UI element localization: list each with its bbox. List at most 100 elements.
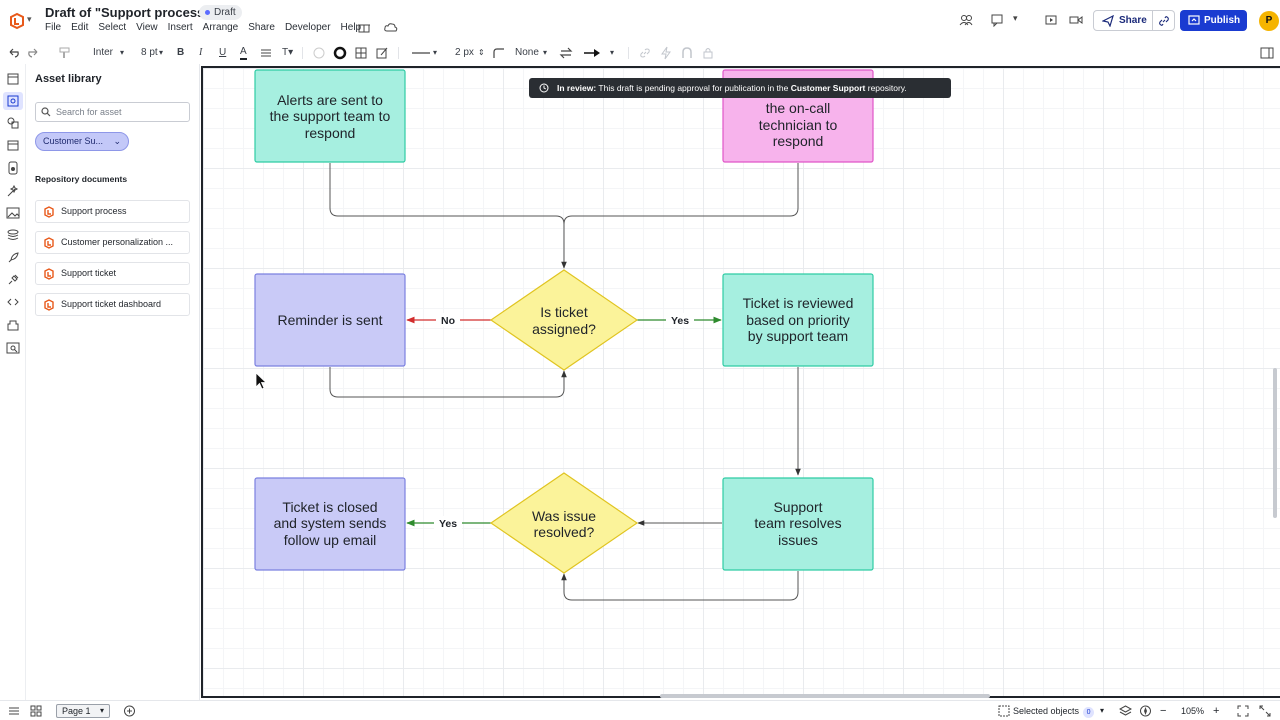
panel-toggle-icon[interactable] [1260,46,1274,60]
image-icon[interactable] [6,206,20,220]
data-icon[interactable] [6,161,20,175]
style-edit-icon[interactable] [375,46,389,60]
menu-arrange[interactable]: Arrange [202,22,239,33]
menu-insert[interactable]: Insert [167,22,193,33]
pages-icon[interactable] [6,72,20,86]
font-family-select[interactable]: Inter [93,47,114,58]
text-color-icon[interactable]: A [240,46,247,60]
integrations-icon[interactable] [6,318,20,332]
node-reviewed[interactable]: Ticket is reviewed based on priority by … [722,273,874,367]
line-width-select[interactable]: 2 px [455,47,474,58]
publish-button[interactable]: Publish [1180,10,1247,31]
plugin-icon[interactable] [6,273,20,287]
link-icon[interactable] [638,46,652,60]
layers-icon[interactable] [1119,704,1132,718]
chevron-down-icon[interactable]: ▾ [159,48,164,57]
align-icon[interactable] [260,46,272,60]
templates-icon[interactable] [6,138,20,152]
chevron-down-icon[interactable]: ▾ [1013,13,1018,23]
shapes-icon[interactable] [6,116,20,130]
underline-icon[interactable]: U [219,47,227,58]
list-item[interactable]: Support ticket dashboard [35,293,190,316]
selection-icon[interactable] [998,704,1010,718]
chevron-down-icon[interactable]: ▾ [543,48,548,57]
menu-select[interactable]: Select [98,22,127,33]
menu-developer[interactable]: Developer [284,22,331,33]
video-icon[interactable] [1069,13,1083,27]
text-options-icon[interactable]: T▾ [282,47,294,58]
list-item[interactable]: Customer personalization ... [35,231,190,254]
decision-resolved[interactable]: Was issue resolved? [489,472,639,574]
gift-icon[interactable] [357,21,371,33]
menu-file[interactable]: File [45,22,62,33]
compass-icon[interactable] [1139,704,1152,718]
list-item[interactable]: Support process [35,200,190,223]
fill-color-icon[interactable] [312,46,326,60]
redo-icon[interactable] [27,46,41,60]
ai-icon[interactable] [6,184,20,198]
bold-icon[interactable]: B [177,47,185,58]
list-item[interactable]: Support ticket [35,262,190,285]
share-button[interactable]: Share [1093,10,1153,31]
line-style-icon[interactable] [411,46,431,60]
connector-style-icon[interactable] [492,46,506,60]
code-icon[interactable] [6,295,20,309]
horizontal-scrollbar[interactable] [660,694,990,698]
stepper-icon[interactable]: ⇕ [478,48,485,57]
menu-view[interactable]: View [136,22,158,33]
node-closed[interactable]: Ticket is closed and system sends follow… [254,477,406,571]
node-reminder[interactable]: Reminder is sent [254,273,406,367]
present-icon[interactable] [1044,13,1058,27]
chevron-down-icon[interactable]: ▾ [120,48,125,57]
line-end-icon[interactable] [583,46,601,60]
chevron-down-icon[interactable]: ▾ [610,48,615,57]
chevron-down-icon[interactable]: ▾ [27,14,32,24]
chevron-down-icon[interactable]: ▾ [433,48,438,57]
copy-link-button[interactable] [1153,10,1175,31]
fullscreen-icon[interactable] [1259,704,1271,718]
search-input[interactable]: Search for asset [35,102,190,122]
zoom-out-button[interactable]: − [1160,705,1167,717]
undo-icon[interactable] [6,46,20,60]
connector-reminder-to-assigned[interactable] [329,367,567,398]
asset-library-icon[interactable] [6,94,20,108]
connector-oncall-to-assigned[interactable] [563,163,799,225]
font-size-select[interactable]: 8 pt [141,47,158,58]
document-title[interactable]: Draft of "Support process " [45,5,215,20]
border-icon[interactable] [354,46,368,60]
connector-resolves-loop[interactable] [561,571,799,601]
collaborators-icon[interactable] [959,13,973,27]
tab-page-1[interactable]: Page 1 ▾ [56,704,110,718]
vertical-scrollbar[interactable] [1273,368,1277,518]
grid-view-icon[interactable] [30,704,42,718]
repository-select[interactable]: Customer Su... ⌄ [35,132,129,151]
rocket-icon[interactable] [6,251,20,265]
menu-help[interactable]: Help [340,22,362,33]
menu-share[interactable]: Share [248,22,275,33]
app-logo-icon[interactable] [8,12,26,30]
diagram-search-icon[interactable] [6,341,20,355]
swap-arrows-icon[interactable] [559,46,573,60]
line-start-select[interactable]: None [515,47,539,58]
connector-alerts-to-assigned[interactable] [329,163,567,269]
avatar[interactable]: P [1259,11,1279,31]
decision-assigned[interactable]: Is ticket assigned? [489,269,639,371]
chevron-down-icon[interactable]: ▾ [1100,706,1105,715]
comment-icon[interactable] [990,13,1004,27]
lock-icon[interactable] [701,46,715,60]
line-color-icon[interactable] [333,46,347,60]
zoom-level[interactable]: 105% [1181,706,1205,716]
italic-icon[interactable]: I [199,47,203,58]
page-list-icon[interactable] [8,704,20,718]
cloud-icon[interactable] [384,21,398,33]
layers-icon[interactable] [6,228,20,242]
fit-to-screen-icon[interactable] [1237,704,1249,718]
format-painter-icon[interactable] [58,46,72,60]
node-alerts[interactable]: Alerts are sent to the support team to r… [254,69,406,163]
menu-edit[interactable]: Edit [71,22,89,33]
zoom-in-button[interactable]: + [1213,705,1220,717]
node-resolves[interactable]: Support team resolves issues [722,477,874,571]
diagram-canvas[interactable]: No Yes Yes Alerts are sent to the suppor… [201,66,1280,698]
add-page-icon[interactable] [123,704,136,718]
magnet-icon[interactable] [680,46,694,60]
